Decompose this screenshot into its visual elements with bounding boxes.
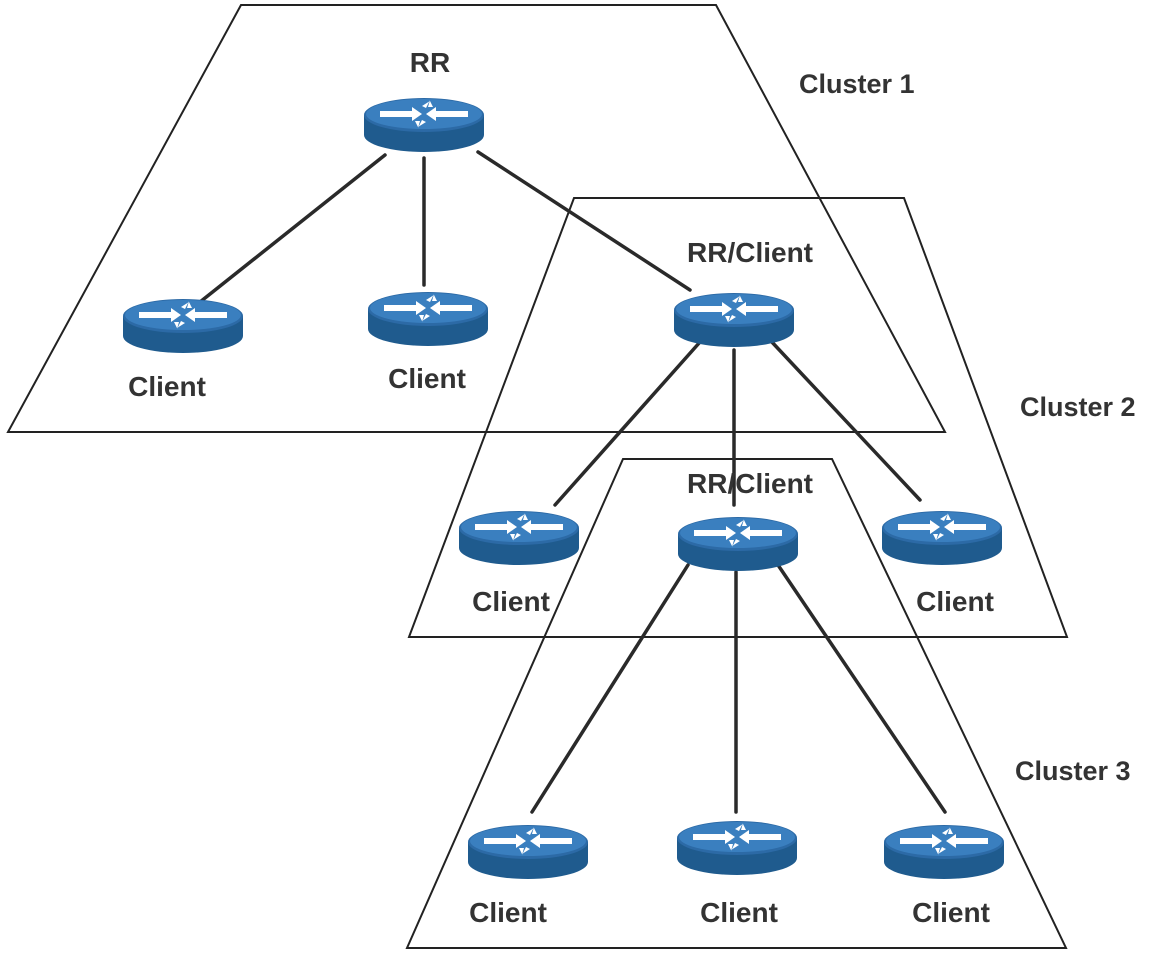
router-icon-cluster3-client-middle (677, 821, 797, 875)
router-icon-cluster3-client-left (468, 825, 588, 879)
link-upper-rr-client-left (553, 340, 702, 507)
cluster-2-outline (407, 197, 1069, 638)
router-label-cluster3-client-right: Client (912, 897, 990, 928)
link-upper-rr-client-right (768, 338, 922, 502)
router-label-rr: RR (410, 47, 450, 78)
router-icon-cluster1-client-middle (368, 292, 488, 346)
cluster-1-outline (6, 4, 947, 433)
router-label-rr-client-lower: RR/Client (687, 468, 813, 499)
router-label-rr-client-upper: RR/Client (687, 237, 813, 268)
link-rr-client-left (198, 153, 387, 304)
router-icon-rr-client-upper (674, 293, 794, 347)
router-label-cluster3-client-middle: Client (700, 897, 778, 928)
router-icon-cluster2-client-left (459, 511, 579, 565)
router-icon-cluster3-client-right (884, 825, 1004, 879)
router-label-cluster1-client-left: Client (128, 371, 206, 402)
link-lower-rr-client-right (776, 563, 947, 814)
link-lower-rr-client-left (530, 563, 690, 814)
router-icon-cluster2-client-right (882, 511, 1002, 565)
router-label-cluster2-client-left: Client (472, 586, 550, 617)
router-icon-cluster1-client-left (123, 299, 243, 353)
router-label-cluster2-client-right: Client (916, 586, 994, 617)
router-label-cluster1-client-middle: Client (388, 363, 466, 394)
cluster-3-outline (405, 458, 1068, 949)
router-icon-rr-client-lower (678, 517, 798, 571)
link-rr-rr-client-upper (476, 150, 692, 292)
cluster-label-2: Cluster 2 (1020, 392, 1136, 422)
router-icon-rr (364, 98, 484, 152)
cluster-label-1: Cluster 1 (799, 69, 915, 99)
cluster-label-3: Cluster 3 (1015, 756, 1131, 786)
router-label-cluster3-client-left: Client (469, 897, 547, 928)
